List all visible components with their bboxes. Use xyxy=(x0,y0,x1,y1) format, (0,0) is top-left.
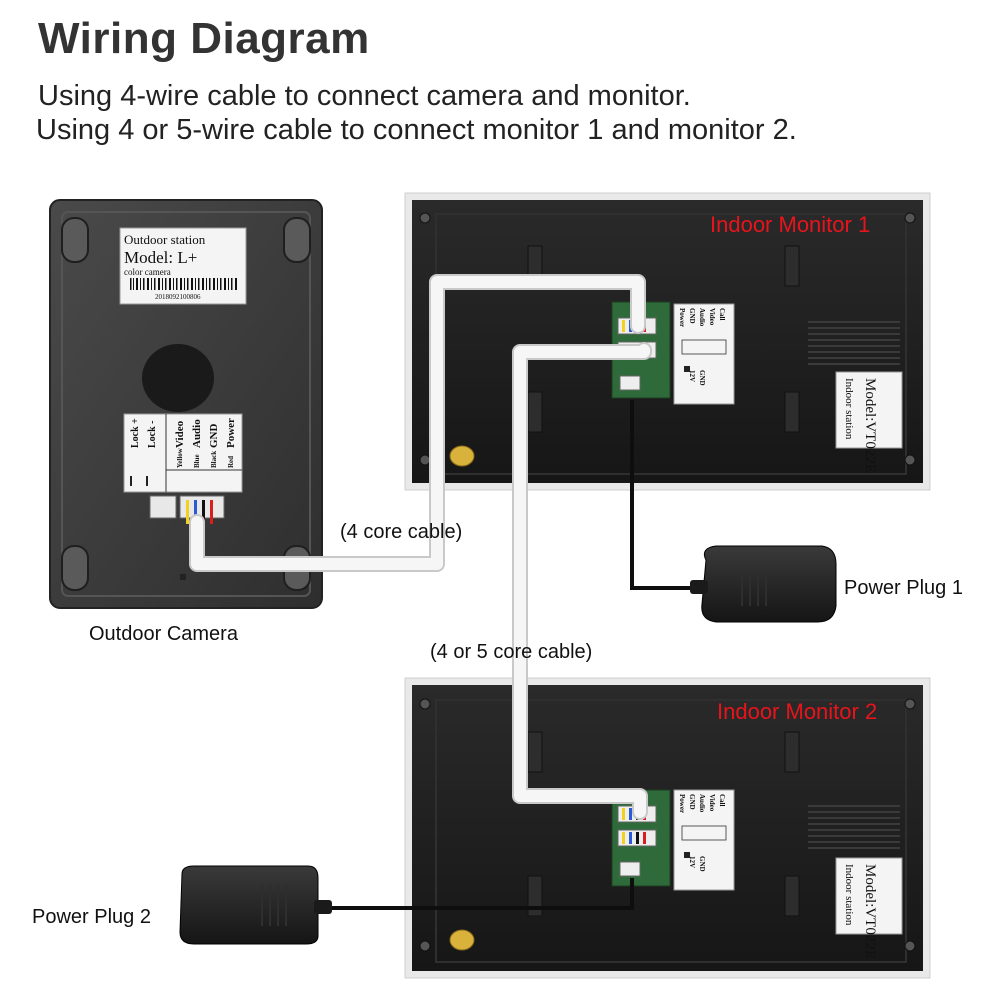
camera-term-video: Video xyxy=(174,420,186,448)
svg-text:Video: Video xyxy=(708,308,716,326)
camera-model-plate: Outdoor station Model: L+ color camera xyxy=(119,227,247,305)
outdoor-camera-caption: Outdoor Camera xyxy=(89,623,238,645)
page-title: Wiring Diagram xyxy=(38,14,370,63)
camera-wire-yellow-label: Yellow xyxy=(176,447,184,468)
svg-text:Call: Call xyxy=(718,794,726,807)
svg-text:GND: GND xyxy=(688,308,696,324)
monitor1-speaker-grille xyxy=(808,321,900,365)
monitor1-plate-line2: Model:VT022E xyxy=(862,378,878,473)
svg-text:Power: Power xyxy=(678,308,686,327)
camera-terminal-label: Lock + Lock - Video Audio GND Power Yell… xyxy=(123,413,243,493)
svg-text:GND: GND xyxy=(698,370,706,386)
monitor2-title: Indoor Monitor 2 xyxy=(717,699,878,724)
cable-label-4-or-5-core: (4 or 5 core cable) xyxy=(430,641,593,663)
monitor1-terminal-label: Power GND Audio Video Call 12V GND xyxy=(673,303,735,405)
monitor1-warranty-sticker xyxy=(449,445,475,467)
power-plug-1-adapter xyxy=(690,545,837,623)
camera-plate-serial: 2018092100806 xyxy=(155,293,201,301)
camera-term-power: Power xyxy=(225,418,237,448)
camera-term-lock-minus: Lock - xyxy=(147,421,158,449)
svg-text:12V: 12V xyxy=(688,856,696,868)
svg-text:GND: GND xyxy=(698,856,706,872)
camera-term-gnd: GND xyxy=(208,424,220,449)
cable-label-4-core: (4 core cable) xyxy=(340,521,463,543)
outdoor-camera-unit: Outdoor station Model: L+ color camera xyxy=(49,199,323,609)
monitor2-plate-line1: Indoor station xyxy=(843,864,855,926)
barcode xyxy=(130,278,237,290)
camera-plate-line2: Model: L+ xyxy=(124,248,197,267)
power-plug-2-adapter xyxy=(179,865,332,945)
power-cord-1 xyxy=(630,400,710,590)
monitor2-speaker-grille xyxy=(808,805,900,849)
cable-monitor1-to-monitor2 xyxy=(512,342,652,820)
svg-text:12V: 12V xyxy=(688,370,696,382)
monitor1-model-plate: Indoor station Model:VT022E xyxy=(835,371,903,473)
camera-term-lock-plus: Lock + xyxy=(130,418,141,448)
svg-text:Call: Call xyxy=(718,308,726,321)
monitor2-model-plate: Indoor station Model:VT022E xyxy=(835,857,903,959)
power-plug-1-label: Power Plug 1 xyxy=(844,577,963,599)
monitor1-plate-line1: Indoor station xyxy=(843,378,855,440)
camera-wire-red-label: Red xyxy=(227,456,235,468)
camera-connector xyxy=(149,495,225,524)
monitor2-plate-line2: Model:VT022E xyxy=(862,864,878,959)
camera-plate-line1: Outdoor station xyxy=(124,232,206,247)
monitor2-warranty-sticker xyxy=(449,929,475,951)
indoor-monitor-1-unit: Indoor station Model:VT022E Power GND Au… xyxy=(404,192,931,491)
camera-plate-line3: color camera xyxy=(124,267,171,277)
camera-center-recess xyxy=(142,344,214,412)
svg-text:GND: GND xyxy=(688,794,696,810)
subtitle-line-1: Using 4-wire cable to connect camera and… xyxy=(38,80,691,112)
power-cord-2 xyxy=(320,878,634,910)
monitor2-terminal-label: Power GND Audio Video Call 12V GND xyxy=(673,789,735,891)
svg-text:Audio: Audio xyxy=(698,308,706,327)
indoor-monitor-2-unit: Indoor station Model:VT022E Power GND Au… xyxy=(404,677,931,979)
svg-text:Audio: Audio xyxy=(698,794,706,813)
camera-term-audio: Audio xyxy=(191,419,203,448)
power-plug-2-label: Power Plug 2 xyxy=(32,906,151,928)
cable-camera-to-monitor1 xyxy=(189,274,646,572)
svg-text:Power: Power xyxy=(678,794,686,813)
monitor1-title: Indoor Monitor 1 xyxy=(710,212,871,237)
svg-text:Video: Video xyxy=(708,794,716,812)
camera-wire-blue-label: Blue xyxy=(193,454,201,468)
camera-wire-black-label: Black xyxy=(210,451,218,468)
subtitle-line-2: Using 4 or 5-wire cable to connect monit… xyxy=(36,114,797,146)
